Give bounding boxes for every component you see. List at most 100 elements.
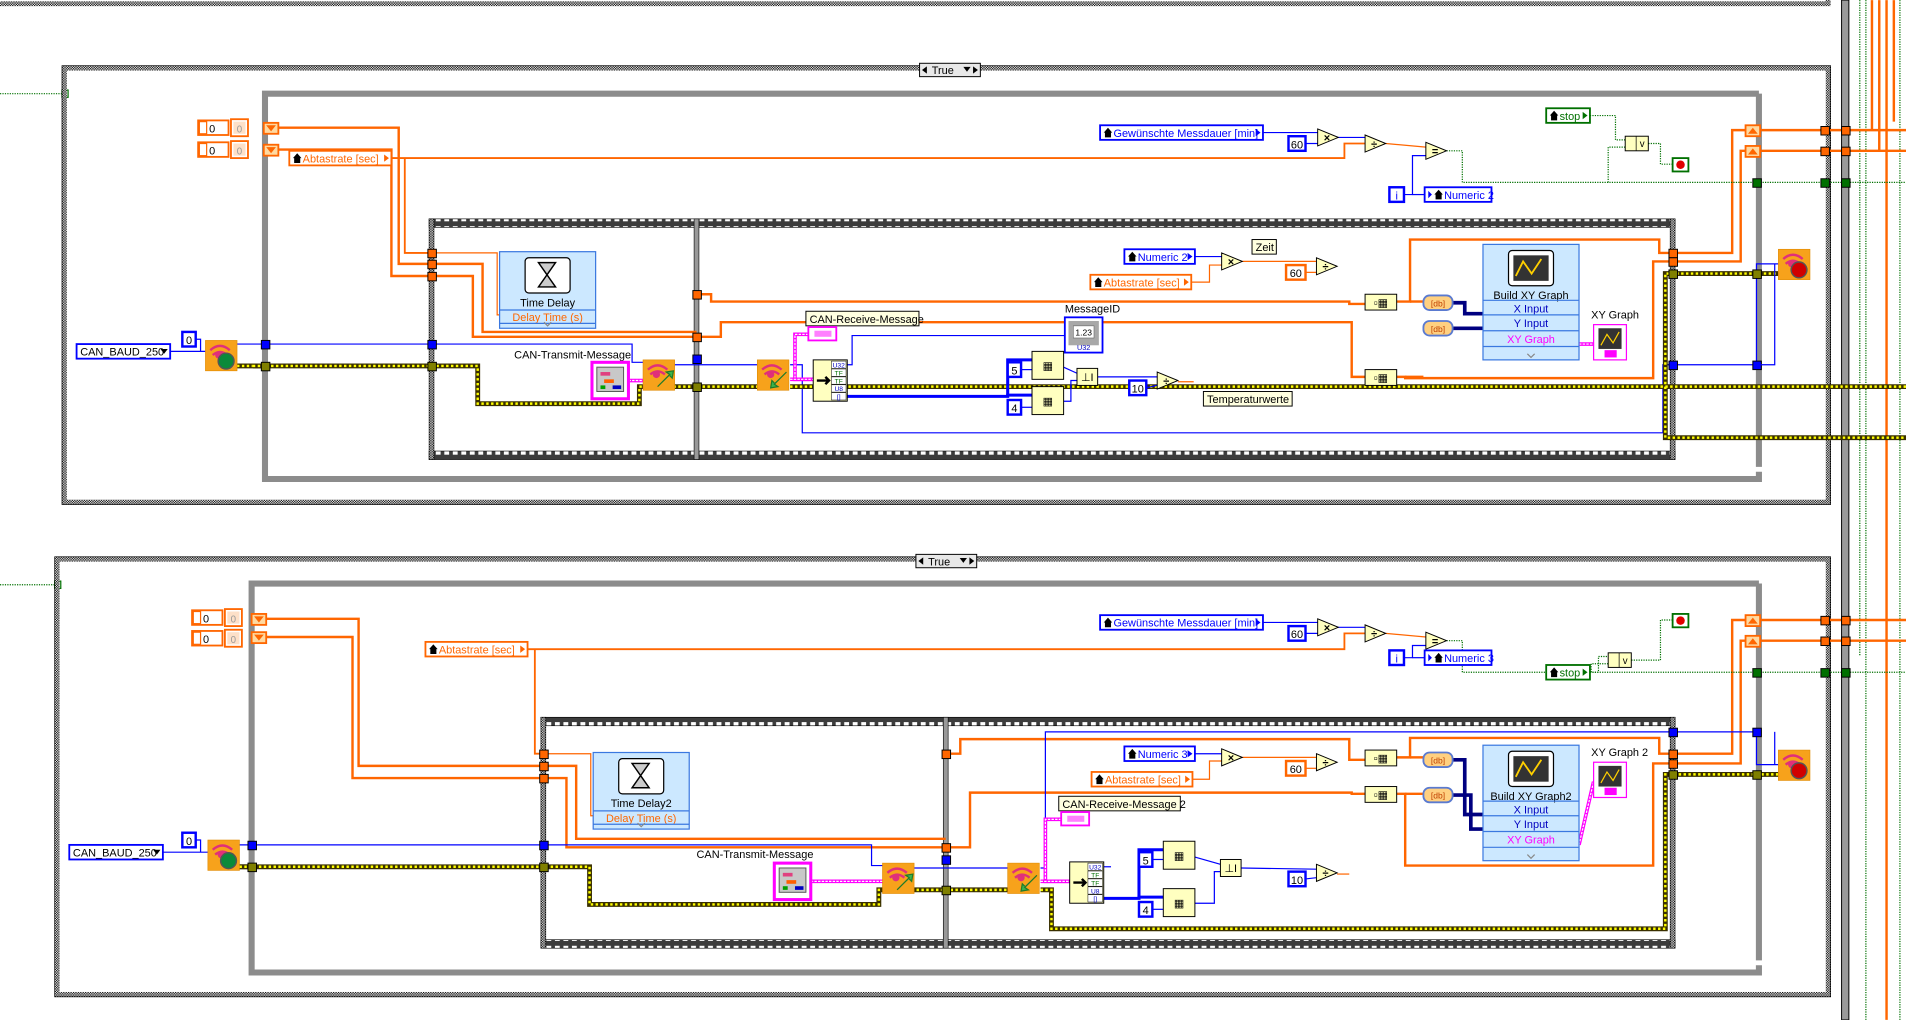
numeric-local-variable-read[interactable] [1123,248,1196,265]
expand-chevron-icon[interactable] [637,822,646,828]
unbundle-element[interactable] [831,392,847,401]
case-selector[interactable] [919,62,981,78]
chevron-down-icon[interactable] [963,66,971,72]
constant-60[interactable] [1287,134,1307,153]
can-baud-rate-ring[interactable] [68,843,164,861]
divide-function[interactable] [1315,863,1339,883]
decrement-arrow-icon[interactable] [918,557,924,565]
multiply-function[interactable] [1221,252,1244,271]
abtastrate-local-variable[interactable] [424,640,529,658]
constant-60[interactable] [1287,624,1307,642]
constant-10[interactable] [1128,379,1148,397]
convert-to-dynamic-data[interactable] [1422,294,1454,311]
constant-60[interactable] [1284,759,1307,777]
build-array[interactable] [1364,786,1398,803]
case-selector[interactable] [915,553,978,569]
divide-function[interactable] [1315,257,1339,276]
increment-decrement-icon[interactable] [198,142,208,157]
index-array[interactable] [1031,350,1065,380]
abtastrate-local-variable-read[interactable] [1090,771,1194,788]
join-numbers[interactable] [1076,367,1099,386]
numeric-local-variable-read[interactable] [1123,745,1196,762]
increment-decrement-icon[interactable] [192,610,202,625]
constant-5[interactable] [1006,361,1023,379]
unbundle-element[interactable] [831,376,847,385]
unbundle-element[interactable] [1087,894,1103,903]
unbundle-element[interactable] [831,384,847,393]
build-array[interactable] [1364,369,1398,386]
chevron-down-icon[interactable] [160,348,168,354]
convert-to-dynamic-data[interactable] [1422,320,1454,337]
gewuenschte-messdauer-local-variable[interactable] [1099,124,1264,141]
divide-function[interactable] [1156,371,1180,390]
unbundle-element[interactable] [1087,870,1103,879]
gewuenschte-messdauer-local-variable[interactable] [1099,614,1264,631]
convert-to-dynamic-data[interactable] [1422,751,1454,769]
multiply-function[interactable] [1317,128,1340,147]
join-numbers[interactable] [1219,858,1242,877]
equal-function[interactable] [1425,631,1448,650]
time-delay-express-vi-terminal-delay[interactable]: Delay Time (s) [606,813,677,825]
build-array[interactable] [1364,293,1398,311]
increment-decrement-icon[interactable] [198,121,208,135]
green-start-icon [219,852,238,870]
unbundle-element[interactable] [1087,886,1103,895]
can-receive-message-label [1058,795,1181,812]
index-array[interactable] [1162,888,1196,918]
chevron-down-icon[interactable] [153,849,161,855]
build-xy-graph-express-vi-terminal-y[interactable]: Y Input [1514,819,1548,831]
arrow-icon [1187,252,1193,261]
equal-function[interactable] [1425,141,1448,161]
increment-arrow-icon[interactable] [973,66,978,74]
index-array[interactable] [1162,840,1196,870]
shift-register-up-icon [1747,617,1758,624]
can-baud-rate-ring[interactable] [75,343,172,360]
constant-5[interactable] [1137,850,1154,868]
decrement-arrow-icon[interactable] [922,66,927,74]
gewuenschte-messdauer-local-variable-label: Gewünschte Messdauer [min] [1113,128,1258,140]
constant-60[interactable] [1284,263,1307,281]
dbl-tunnel [1820,615,1830,626]
increment-arrow-icon[interactable] [969,557,975,565]
build-xy-graph-express-vi-terminal-x[interactable]: X Input [1514,303,1549,315]
expand-chevron-icon[interactable] [543,321,552,327]
build-xy-graph-express-vi-terminal-out[interactable]: XY Graph [1507,334,1555,346]
int-wire [1403,155,1426,196]
convert-to-dynamic-data[interactable] [1422,786,1454,804]
constant-4[interactable] [1006,398,1023,416]
abtastrate-local-variable[interactable] [288,149,393,167]
increment-decrement-icon[interactable] [192,631,202,645]
chevron-down-icon[interactable] [959,558,967,563]
can-receive-message-label [805,310,920,327]
unbundle-element[interactable] [1087,878,1103,887]
constant-10[interactable] [1287,870,1307,888]
constant-0[interactable] [181,831,197,849]
divide-function[interactable] [1364,624,1388,643]
local-variable-icon [1103,617,1113,628]
unbundle-element[interactable] [831,368,847,377]
divide-function[interactable] [1364,134,1388,153]
or-function[interactable] [1607,652,1632,668]
multiply-function[interactable] [1317,618,1340,637]
abtastrate-local-variable-read[interactable] [1089,273,1193,291]
build-array[interactable] [1364,749,1398,767]
unbundle-element[interactable] [1087,862,1103,871]
hourglass-icon [630,762,651,789]
time-delay-express-vi-terminal-delay[interactable]: Delay Time (s) [512,312,583,324]
int-wire [1103,848,1164,900]
constant-0[interactable] [181,330,197,348]
constant-4[interactable] [1137,900,1154,918]
dbl-tunnel [539,761,549,772]
build-xy-graph-express-vi-terminal-out[interactable]: XY Graph [1507,835,1555,847]
unbundle-element[interactable] [831,360,847,369]
build-xy-graph-express-vi-terminal-x[interactable]: X Input [1514,804,1549,816]
multiply-function[interactable] [1221,748,1244,767]
expand-chevron-icon[interactable] [1526,353,1536,359]
expand-chevron-icon[interactable] [1526,854,1536,860]
or-function[interactable] [1624,135,1649,152]
divide-function[interactable] [1315,752,1339,772]
build-xy-graph-express-vi-terminal-y[interactable]: Y Input [1514,318,1548,330]
index-array[interactable] [1031,386,1065,416]
hourglass-icon [537,261,557,288]
